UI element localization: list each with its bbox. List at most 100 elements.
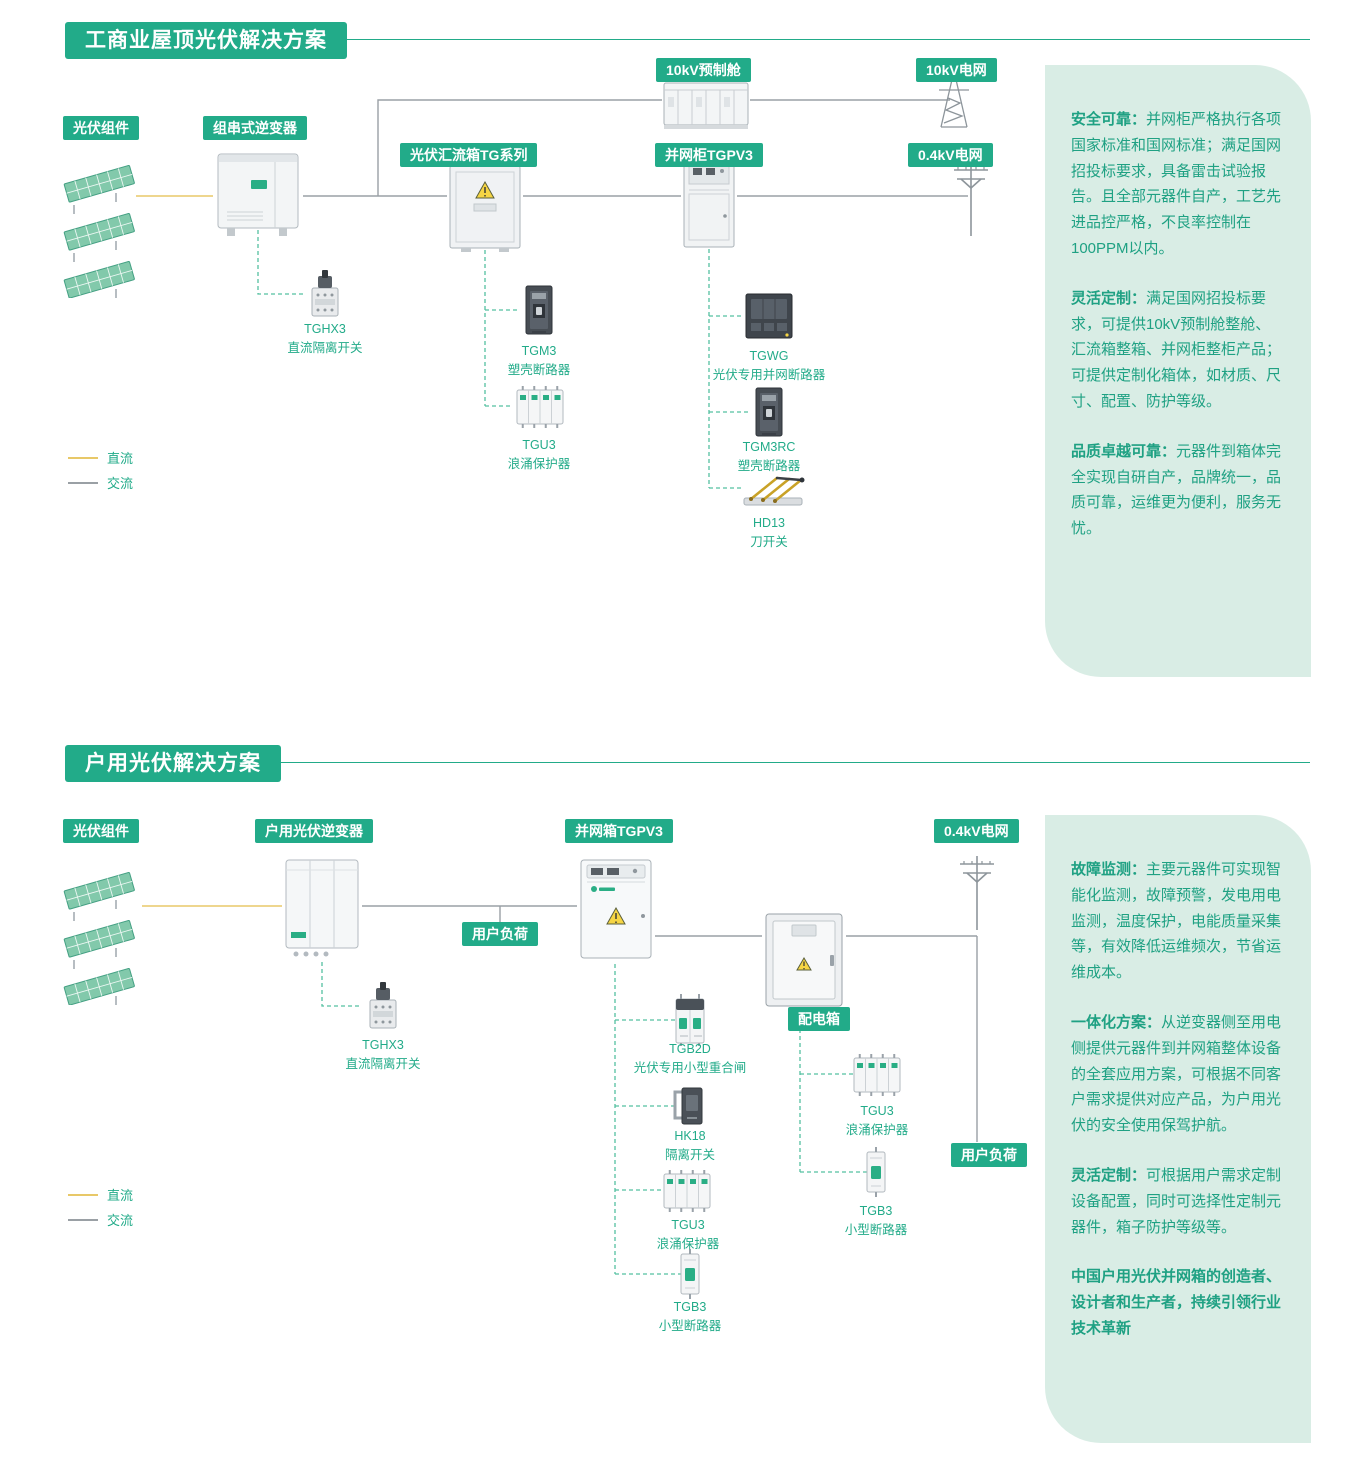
prefab-cabin: [662, 77, 750, 133]
hk18-isolator: [670, 1082, 710, 1130]
s1-wires: [136, 99, 968, 489]
pv-array: [58, 148, 148, 298]
tgu3-spd-right: [850, 1050, 904, 1098]
dc-label: 直流: [107, 451, 134, 466]
panel-paragraph: 一体化方案：从逆变器侧至用电侧提供元器件到并网箱整体设备的全套应用方案，可根据不…: [1071, 1010, 1285, 1139]
paragraph-lead: 灵活定制：: [1071, 1166, 1147, 1184]
caption-tgu3-right: TGU3 浪涌保护器: [792, 1102, 962, 1141]
section1-title: 工商业屋顶光伏解决方案: [65, 22, 347, 60]
tgm3-breaker: [519, 282, 559, 338]
legend-ac: 交流: [68, 470, 133, 495]
ac-label: 交流: [107, 1213, 134, 1228]
model-text: TGHX3: [304, 322, 346, 336]
model-text: TGB3: [859, 1204, 893, 1218]
label-04kv-grid: 0.4kV电网: [908, 143, 993, 168]
tgu3-spd: [660, 1166, 714, 1214]
section2-title: 户用光伏解决方案: [65, 745, 281, 783]
grid-connection-box: [577, 856, 655, 962]
caption-tgb3-left: TGB3 小型断路器: [605, 1298, 775, 1337]
model-text: TGM3: [521, 344, 557, 358]
inverter-icon: [213, 146, 303, 246]
desc-text: 浪涌保护器: [656, 1237, 720, 1252]
caption-hk18: HK18 隔离开关: [605, 1127, 775, 1166]
label-prefab-cabin: 10kV预制舱: [656, 58, 751, 83]
ac-line-swatch: [68, 481, 98, 484]
desc-text: 刀开关: [750, 535, 788, 550]
paragraph-lead: 品质卓越可靠：: [1071, 442, 1177, 460]
tgb2d-recloser: [667, 994, 713, 1046]
grid-box-icon: [577, 856, 655, 962]
caption-tghx3: TGHX3 直流隔离开关: [240, 320, 410, 359]
dc-line-swatch: [68, 1193, 98, 1196]
surge-protector-icon: [660, 1166, 714, 1214]
ac-label: 交流: [107, 476, 134, 491]
air-breaker-icon: [743, 288, 795, 344]
legend-ac: 交流: [68, 1207, 133, 1232]
label-home-inverter: 户用光伏逆变器: [255, 819, 373, 844]
desc-text: 浪涌保护器: [845, 1123, 909, 1138]
label-combiner-box: 光伏汇流箱TG系列: [400, 143, 538, 168]
tghx3-switch: [303, 268, 347, 320]
desc-text: 直流隔离开关: [345, 1057, 421, 1072]
combiner-box-icon: [447, 162, 523, 254]
string-inverter: [213, 146, 303, 246]
pv-array: [58, 855, 148, 1005]
grid-cabinet-icon: [681, 156, 737, 251]
tgb3-breaker: [672, 1248, 708, 1300]
paragraph-lead: 灵活定制：: [1071, 289, 1147, 307]
section1-divider: [65, 39, 1310, 40]
ac-line-swatch: [68, 1218, 98, 1221]
model-text: TGU3: [522, 438, 556, 452]
desc-text: 小型断路器: [844, 1223, 908, 1238]
dc-isolator-icon: [361, 980, 405, 1032]
model-text: TGHX3: [362, 1038, 404, 1052]
mccb-icon: [749, 384, 789, 440]
model-text: TGU3: [860, 1104, 894, 1118]
caption-tgu3: TGU3 浪涌保护器: [454, 436, 624, 475]
desc-text: 塑壳断路器: [737, 459, 801, 474]
model-text: TGM3RC: [742, 440, 796, 454]
dc-isolator-icon: [303, 268, 347, 320]
distribution-box-icon: [762, 910, 846, 1010]
legend-dc: 直流: [68, 1182, 133, 1207]
caption-tgu3-left: TGU3 浪涌保护器: [603, 1216, 773, 1255]
mccb-icon: [519, 282, 559, 338]
panel-paragraph: 故障监测：主要元器件可实现智能化监测，故障预警，发电用电监测，温度保护，电能质量…: [1071, 857, 1285, 986]
model-text: TGB2D: [669, 1042, 711, 1056]
panel-paragraph: 灵活定制：满足国网招投标要求，可提供10kV预制舱整舱、汇流箱整箱、并网柜整柜产…: [1071, 286, 1285, 415]
tgwg-breaker: [743, 288, 795, 344]
panel-paragraph: 安全可靠：并网柜严格执行各项国家标准和国网标准；满足国网招投标要求，具备雷击试验…: [1071, 107, 1285, 262]
paragraph-lead: 故障监测：: [1071, 861, 1147, 878]
caption-tgm3rc: TGM3RC 塑壳断路器: [684, 438, 854, 477]
legend-section2: 直流 交流: [68, 1182, 133, 1232]
label-grid-box: 并网箱TGPV3: [565, 819, 673, 844]
legend-dc: 直流: [68, 445, 133, 470]
utility-pole: [952, 852, 1002, 934]
s2-wires: [142, 905, 978, 1275]
model-text: TGB3: [673, 1300, 707, 1314]
model-text: TGU3: [671, 1218, 705, 1232]
tgu3-spd: [513, 382, 567, 430]
model-text: TGWG: [749, 349, 789, 363]
recloser-icon: [667, 994, 713, 1046]
desc-text: 隔离开关: [664, 1148, 715, 1163]
panel-paragraph: 品质卓越可靠：元器件到箱体完全实现自研自产，品牌统一，品质可靠，运维更为便利，服…: [1071, 439, 1285, 542]
caption-tghx3: TGHX3 直流隔离开关: [298, 1036, 468, 1075]
grid-cabinet: [681, 156, 737, 251]
solar-panels-icon: [58, 148, 148, 298]
model-text: HK18: [674, 1129, 706, 1143]
inverter-icon: [282, 854, 362, 962]
panel-paragraph: 中国户用光伏并网箱的创造者、设计者和生产者，持续引领行业技术革新: [1071, 1264, 1285, 1341]
paragraph-body: 主要元器件可实现智能化监测，故障预警，发电用电监测，温度保护，电能质量采集等，有…: [1071, 861, 1282, 982]
paragraph-body: 并网柜严格执行各项国家标准和国网标准；满足国网招投标要求，具备雷击试验报告。且全…: [1071, 111, 1282, 257]
label-pv-modules: 光伏组件: [63, 819, 139, 844]
paragraph-body: 从逆变器侧至用电侧提供元器件到并网箱整体设备的全套应用方案，可根据不同客户需求提…: [1071, 1013, 1282, 1135]
home-inverter: [282, 854, 362, 962]
caption-tgb2d: TGB2D 光伏专用小型重合闸: [605, 1040, 775, 1079]
paragraph-lead: 中国户用光伏并网箱的创造者、设计者和生产者，持续引领行业技术革新: [1071, 1268, 1282, 1337]
label-04kv-grid: 0.4kV电网: [934, 819, 1019, 844]
distribution-box: [762, 910, 846, 1010]
label-grid-cabinet: 并网柜TGPV3: [655, 143, 763, 168]
tghx3-switch: [361, 980, 405, 1032]
